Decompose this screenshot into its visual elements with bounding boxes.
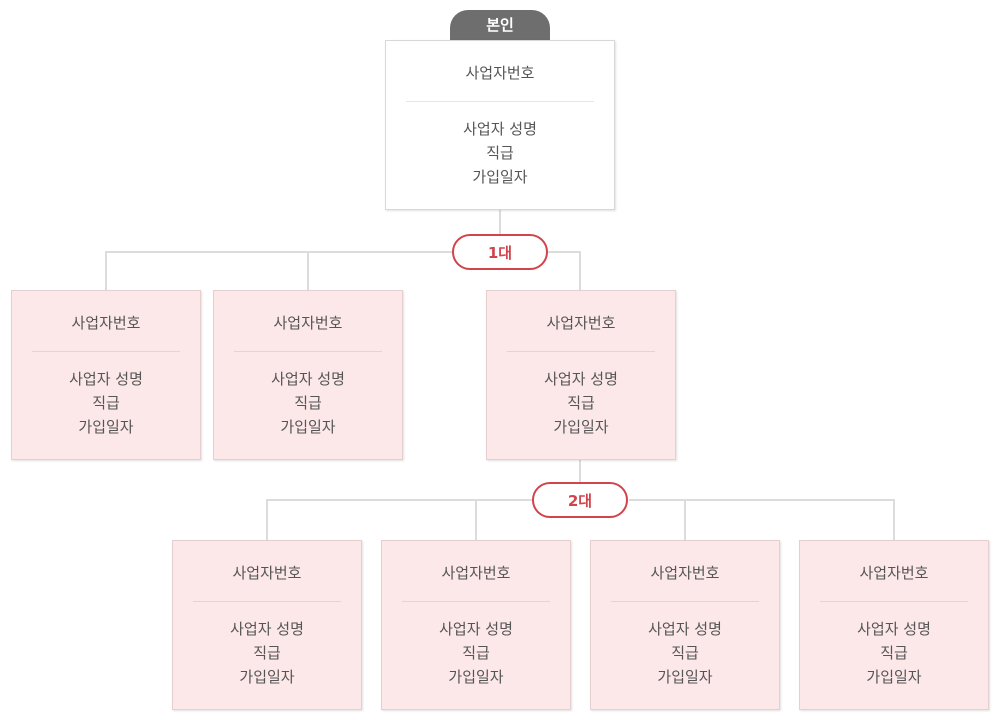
generation-2-member-card[interactable]: 사업자번호 사업자 성명 직급 가입일자 <box>172 540 362 710</box>
business-number: 사업자번호 <box>71 314 141 332</box>
card-divider <box>234 351 382 352</box>
join-date: 가입일자 <box>280 418 336 436</box>
business-number: 사업자번호 <box>273 314 343 332</box>
business-number: 사업자번호 <box>441 564 511 582</box>
self-tab: 본인 <box>450 10 550 41</box>
generation-1-badge: 1대 <box>452 234 548 270</box>
business-owner-name: 사업자 성명 <box>230 620 304 638</box>
generation-2-badge: 2대 <box>532 482 628 518</box>
business-number: 사업자번호 <box>859 564 929 582</box>
card-divider <box>507 351 655 352</box>
generation-1-member-card[interactable]: 사업자번호 사업자 성명 직급 가입일자 <box>486 290 676 460</box>
join-date: 가입일자 <box>78 418 134 436</box>
join-date: 가입일자 <box>472 168 528 186</box>
business-owner-name: 사업자 성명 <box>69 370 143 388</box>
rank: 직급 <box>880 644 908 662</box>
card-divider <box>402 601 550 602</box>
business-number: 사업자번호 <box>232 564 302 582</box>
rank: 직급 <box>671 644 699 662</box>
business-owner-name: 사업자 성명 <box>544 370 618 388</box>
rank: 직급 <box>92 394 120 412</box>
join-date: 가입일자 <box>553 418 609 436</box>
card-divider <box>406 101 594 102</box>
join-date: 가입일자 <box>448 668 504 686</box>
rank: 직급 <box>294 394 322 412</box>
business-owner-name: 사업자 성명 <box>463 120 537 138</box>
rank: 직급 <box>486 144 514 162</box>
business-owner-name: 사업자 성명 <box>439 620 513 638</box>
card-divider <box>32 351 180 352</box>
rank: 직급 <box>253 644 281 662</box>
card-divider <box>193 601 341 602</box>
generation-2-member-card[interactable]: 사업자번호 사업자 성명 직급 가입일자 <box>590 540 780 710</box>
business-owner-name: 사업자 성명 <box>271 370 345 388</box>
generation-1-member-card[interactable]: 사업자번호 사업자 성명 직급 가입일자 <box>213 290 403 460</box>
generation-2-member-card[interactable]: 사업자번호 사업자 성명 직급 가입일자 <box>799 540 989 710</box>
generation-2-member-card[interactable]: 사업자번호 사업자 성명 직급 가입일자 <box>381 540 571 710</box>
card-divider <box>611 601 759 602</box>
rank: 직급 <box>462 644 490 662</box>
business-number: 사업자번호 <box>650 564 720 582</box>
business-owner-name: 사업자 성명 <box>648 620 722 638</box>
generation-1-member-card[interactable]: 사업자번호 사업자 성명 직급 가입일자 <box>11 290 201 460</box>
rank: 직급 <box>567 394 595 412</box>
card-divider <box>820 601 968 602</box>
join-date: 가입일자 <box>866 668 922 686</box>
business-number: 사업자번호 <box>546 314 616 332</box>
self-card[interactable]: 사업자번호 사업자 성명 직급 가입일자 <box>385 40 615 210</box>
join-date: 가입일자 <box>657 668 713 686</box>
business-owner-name: 사업자 성명 <box>857 620 931 638</box>
join-date: 가입일자 <box>239 668 295 686</box>
business-number: 사업자번호 <box>465 64 535 82</box>
